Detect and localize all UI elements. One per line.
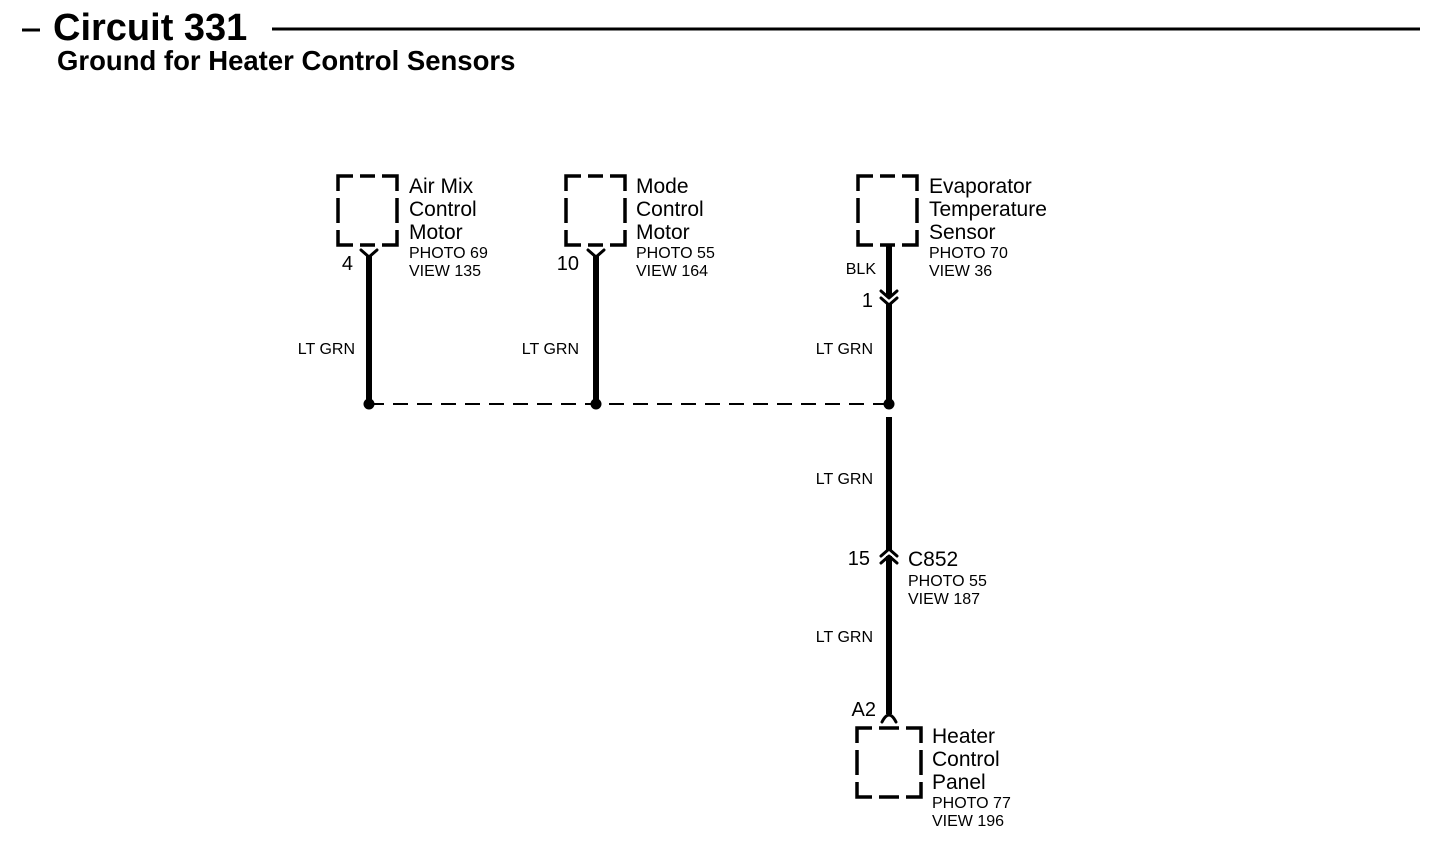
mode-motor-photo-ref: PHOTO 55 — [636, 245, 715, 262]
air-mix-motor-label-line-3: Motor — [409, 221, 463, 244]
ground-splice — [363, 398, 895, 410]
splice-dot-mode — [590, 398, 602, 410]
evaporator-temperature-sensor: Evaporator Temperature Sensor PHOTO 70 V… — [816, 174, 1047, 404]
heater-panel-pin-label: A2 — [852, 699, 876, 721]
mode-motor-pin-label: 10 — [557, 253, 579, 275]
evaporator-sensor-pin-label: 1 — [862, 290, 873, 312]
circuit-subtitle: Ground for Heater Control Sensors — [57, 45, 515, 76]
splice-dot-air-mix — [363, 398, 375, 410]
air-mix-motor-view-ref: VIEW 135 — [409, 263, 481, 280]
evaporator-sensor-lead-color: BLK — [846, 261, 877, 278]
evaporator-sensor-view-ref: VIEW 36 — [929, 263, 992, 280]
air-mix-motor-label-line-1: Air Mix — [409, 175, 474, 198]
mode-motor-label-line-1: Mode — [636, 175, 689, 198]
mode-motor-label-line-2: Control — [636, 198, 704, 221]
splice-dot-evaporator — [883, 398, 895, 410]
heater-panel-view-ref: VIEW 196 — [932, 813, 1004, 830]
heater-panel-terminal-symbol — [880, 713, 898, 724]
mode-motor-wire-color: LT GRN — [522, 341, 579, 358]
air-mix-control-motor: Air Mix Control Motor PHOTO 69 VIEW 135 … — [298, 174, 488, 404]
connector-c852-photo-ref: PHOTO 55 — [908, 573, 987, 590]
evaporator-sensor-wire-color: LT GRN — [816, 341, 873, 358]
heater-panel-box — [855, 726, 923, 799]
connector-c852-pin-label: 15 — [848, 548, 870, 570]
splice-to-connector-wire-color: LT GRN — [816, 471, 873, 488]
diagram-header: Circuit 331 Ground for Heater Control Se… — [22, 7, 1420, 76]
evaporator-sensor-label-line-2: Temperature — [929, 198, 1047, 221]
heater-panel-label-line-3: Panel — [932, 771, 986, 794]
splice-to-connector-run: LT GRN — [816, 417, 892, 550]
connector-to-panel-run: LT GRN — [816, 556, 892, 714]
air-mix-motor-photo-ref: PHOTO 69 — [409, 245, 488, 262]
mode-motor-label-line-3: Motor — [636, 221, 690, 244]
air-mix-motor-pin-label: 4 — [342, 253, 353, 275]
mode-motor-view-ref: VIEW 164 — [636, 263, 708, 280]
heater-panel-label-line-1: Heater — [932, 725, 995, 748]
connector-c852-name: C852 — [908, 548, 958, 571]
heater-panel-photo-ref: PHOTO 77 — [932, 795, 1011, 812]
air-mix-motor-wire-color: LT GRN — [298, 341, 355, 358]
evaporator-sensor-box — [856, 174, 919, 247]
connector-c852-view-ref: VIEW 187 — [908, 591, 980, 608]
evaporator-sensor-photo-ref: PHOTO 70 — [929, 245, 1008, 262]
heater-control-panel: A2 Heater Control Panel PHOTO 77 VIEW 19… — [852, 699, 1011, 830]
evaporator-sensor-label-line-1: Evaporator — [929, 175, 1032, 198]
connector-to-panel-wire-color: LT GRN — [816, 629, 873, 646]
air-mix-motor-box — [336, 174, 399, 247]
connector-c852: 15 C852 PHOTO 55 VIEW 187 — [848, 547, 987, 608]
heater-panel-label-line-2: Control — [932, 748, 1000, 771]
circuit-title: Circuit 331 — [53, 7, 247, 49]
air-mix-motor-label-line-2: Control — [409, 198, 477, 221]
evaporator-sensor-label-line-3: Sensor — [929, 221, 996, 244]
mode-motor-box — [564, 174, 627, 247]
mode-control-motor: Mode Control Motor PHOTO 55 VIEW 164 10 … — [522, 174, 715, 404]
